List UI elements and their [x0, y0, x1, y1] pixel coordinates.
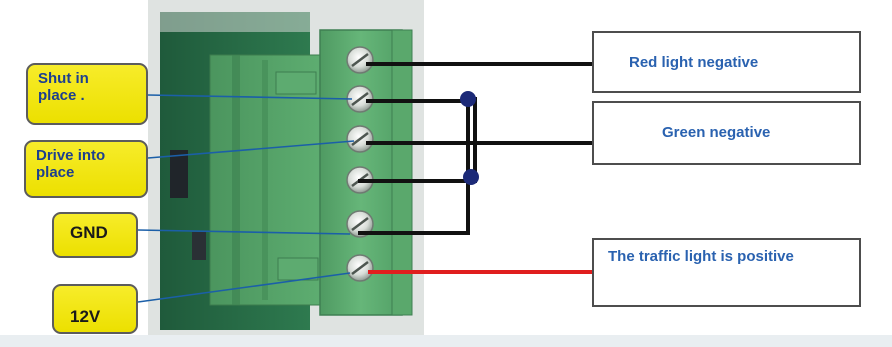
box-green-negative-text: Green negative — [662, 124, 771, 141]
box-red-light-negative-text: Red light negative — [629, 54, 759, 71]
label-shut-in-place: Shut in place . — [26, 63, 148, 125]
ic-chip-2 — [192, 232, 206, 260]
terminal-screw-slot — [351, 132, 369, 146]
box-red-light-negative: Red light negative — [592, 31, 861, 93]
label-12v: 12V — [52, 284, 138, 334]
box-traffic-light-positive-text: The traffic light is positive — [608, 248, 794, 265]
bottom-strip — [0, 335, 892, 347]
pcb-top-edge — [160, 12, 310, 32]
junction-dot — [463, 169, 479, 185]
plug-latch-bottom — [277, 257, 319, 281]
ic-chip — [170, 150, 188, 198]
leader-lines — [137, 94, 355, 303]
terminal-screw-slot — [351, 53, 369, 67]
label-drive-into-place: Drive into place — [24, 140, 148, 198]
box-traffic-light-positive: The traffic light is positive — [592, 238, 861, 307]
leader-gnd — [137, 229, 351, 235]
leader-drive-into — [147, 140, 355, 159]
terminal-screw-slot — [351, 92, 369, 106]
connector-ridge-2 — [262, 60, 268, 300]
junction-dot — [460, 91, 476, 107]
connector-ridge — [232, 55, 240, 305]
terminal-screws — [346, 46, 374, 282]
wire-shut-in-bridge — [358, 99, 470, 235]
label-gnd: GND — [52, 212, 138, 258]
terminal-screw-slot — [351, 217, 369, 231]
plug-latch-top — [275, 71, 317, 95]
box-green-negative: Green negative — [592, 101, 861, 165]
leader-shut-in — [147, 94, 353, 100]
terminal-screw-slot — [351, 261, 369, 275]
leader-12v — [137, 272, 351, 303]
